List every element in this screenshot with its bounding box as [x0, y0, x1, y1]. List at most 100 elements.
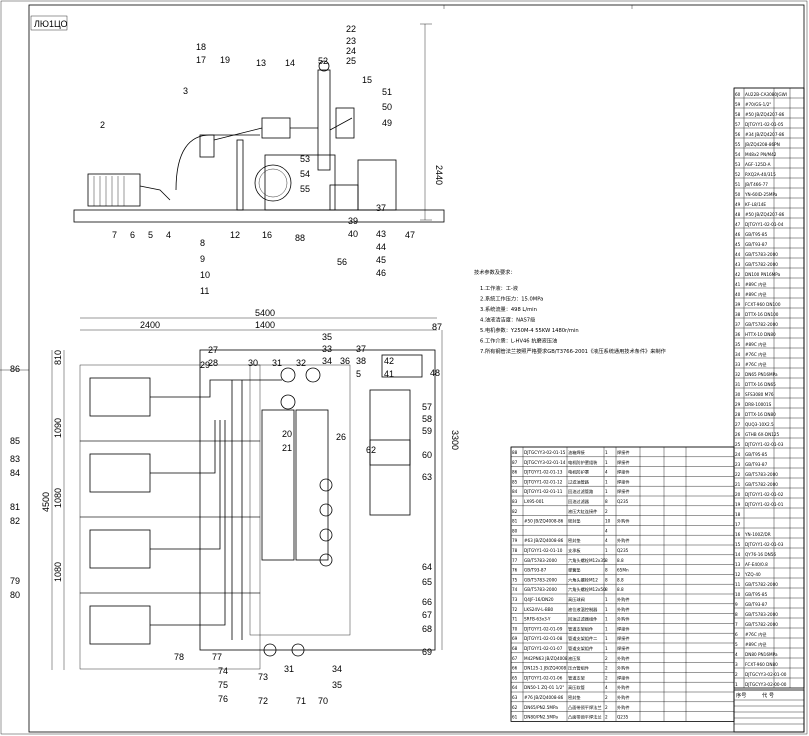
bom-cell: 25	[735, 442, 741, 447]
bom-cell: 焊接件	[617, 625, 630, 632]
plan-overall-dim: 5400	[255, 308, 275, 318]
bom-cell: GTHB 6X-DN125	[745, 432, 780, 437]
part-label: 27	[208, 345, 218, 355]
part-label: 17	[196, 55, 206, 65]
bom-cell: 80	[512, 528, 518, 533]
bom-cell: 高压球阀	[568, 596, 585, 603]
bom-cell: 焊接件	[617, 674, 630, 681]
bom-cell: 67	[512, 656, 518, 661]
bom-cell: 8	[735, 612, 738, 617]
part-label: 3	[183, 86, 188, 96]
bom-cell: M48x2 PN/M42	[745, 152, 777, 157]
part-label: 24	[346, 46, 356, 56]
bom-cell: DJTGCYY3-02-00-00	[745, 682, 787, 687]
part-label: 75	[218, 680, 228, 690]
bom-cell: KF-L8/14E	[745, 202, 766, 207]
bom-cell: 1	[605, 479, 608, 484]
tech-note-line: 1.工作液：工-液	[480, 284, 518, 292]
part-label: 7	[112, 230, 117, 240]
bom-cell: YN-60ID-25MPa	[744, 192, 778, 197]
bom-cell: YZQ-40	[744, 572, 761, 577]
part-label: 40	[348, 229, 358, 239]
part-label: 35	[332, 680, 342, 690]
bom-cell: 12	[735, 572, 741, 577]
bom-cell: #89C 内径	[745, 341, 766, 348]
bom-cell: 10	[735, 592, 741, 597]
part-label: 74	[218, 666, 228, 676]
bom-cell: 2	[605, 705, 608, 710]
part-label: 82	[10, 516, 20, 526]
part-label: 87	[432, 322, 442, 332]
part-label: 81	[10, 502, 20, 512]
bom-cell: 1	[605, 460, 608, 465]
bom-cell: 2	[605, 656, 608, 661]
bom-cell: GB/T93-87	[745, 602, 768, 607]
bom-cell: #89C 内径	[745, 281, 766, 288]
part-label: 86	[10, 364, 20, 374]
tech-note-line: 2.系统工作压力：15.0MPa	[480, 295, 543, 303]
bom-cell: RXQ2A-40/315	[745, 172, 776, 177]
bom-cell: GB/T93-87	[524, 568, 547, 573]
bom-cell: DN125-1 JB/ZQ4008	[524, 666, 567, 671]
bom-cell: 84	[512, 489, 518, 494]
part-label: 25	[346, 56, 356, 66]
bom-cell: 回油过滤器组件	[568, 616, 597, 623]
bom-cell: 79	[512, 538, 518, 543]
bom-cell: 52	[735, 172, 741, 177]
bom-cell: 六角头螺栓M12x35	[568, 557, 606, 564]
bom-cell: GB/T5782-2000	[745, 482, 778, 487]
bom-cell: 66	[512, 666, 518, 671]
part-label: 70	[318, 696, 328, 706]
part-label: 21	[282, 443, 292, 453]
bom-cell: GB/T5783-2000	[524, 558, 557, 563]
bom-cell: DN100 PN16MPa	[745, 272, 781, 277]
bom-cell: 36	[735, 332, 741, 337]
bom-cell: 凸面带颈平焊法兰	[568, 704, 602, 711]
bom-cell: 管道支架组件	[568, 645, 593, 652]
part-label: 11	[200, 286, 209, 296]
bom-cell: DN50-1 ZQ-01 1/2"	[524, 685, 564, 690]
bom-cell: 外购件	[617, 606, 630, 613]
bom-cell: GB/T5783-2000	[524, 587, 557, 592]
bom-cell: 28	[735, 412, 741, 417]
part-label: 64	[422, 562, 432, 572]
bom-cell: 2	[605, 715, 608, 720]
bom-cell: AU22B-CA3080JGWI	[745, 92, 787, 97]
part-label: 65	[422, 577, 432, 587]
bom-cell: 47	[735, 222, 741, 227]
bom-cell: 管道支架组件	[568, 625, 593, 632]
part-label: 16	[262, 230, 272, 240]
bom-cell: 33	[735, 362, 741, 367]
bom-cell: 26	[735, 432, 741, 437]
bom-cell: 管道支架	[568, 674, 585, 681]
bom-cell: 4	[605, 685, 608, 690]
bom-cell: 35	[735, 342, 741, 347]
bom-cell: 43	[735, 262, 741, 267]
bom-cell: 87	[512, 460, 518, 465]
bom-cell: 2	[605, 675, 608, 680]
side-total-dim: 4500	[41, 492, 51, 512]
bom-cell: 78	[512, 548, 518, 553]
bom-cell: 70	[512, 626, 518, 631]
bom-cell: 2	[605, 666, 608, 671]
bom-cell: 8	[605, 558, 608, 563]
part-label: 51	[382, 87, 392, 97]
bom-cell: DJTGYY1-02-01-07	[524, 646, 563, 651]
bom-cell: 31	[735, 382, 741, 387]
bom-cell: 23	[735, 462, 741, 467]
bom-cell: 外购件	[617, 665, 630, 672]
part-label: 66	[422, 597, 432, 607]
drawing-code: ЛЮ1ЦО	[34, 19, 67, 29]
part-label: 14	[285, 58, 295, 68]
bom-cell: #34 JB/ZQ4207-86	[745, 132, 785, 137]
bom-cell: DJTGYY1-02-01-11	[524, 489, 563, 494]
part-label: 22	[346, 24, 356, 34]
bom-cell: 73	[512, 597, 518, 602]
bom-cell: DTTX-16 DN80	[745, 412, 776, 417]
part-label: 5	[148, 230, 153, 240]
tech-note-line: 3.系统流量：498 L/min	[480, 305, 537, 313]
part-label: 34	[322, 356, 332, 366]
part-label: 77	[212, 652, 222, 662]
